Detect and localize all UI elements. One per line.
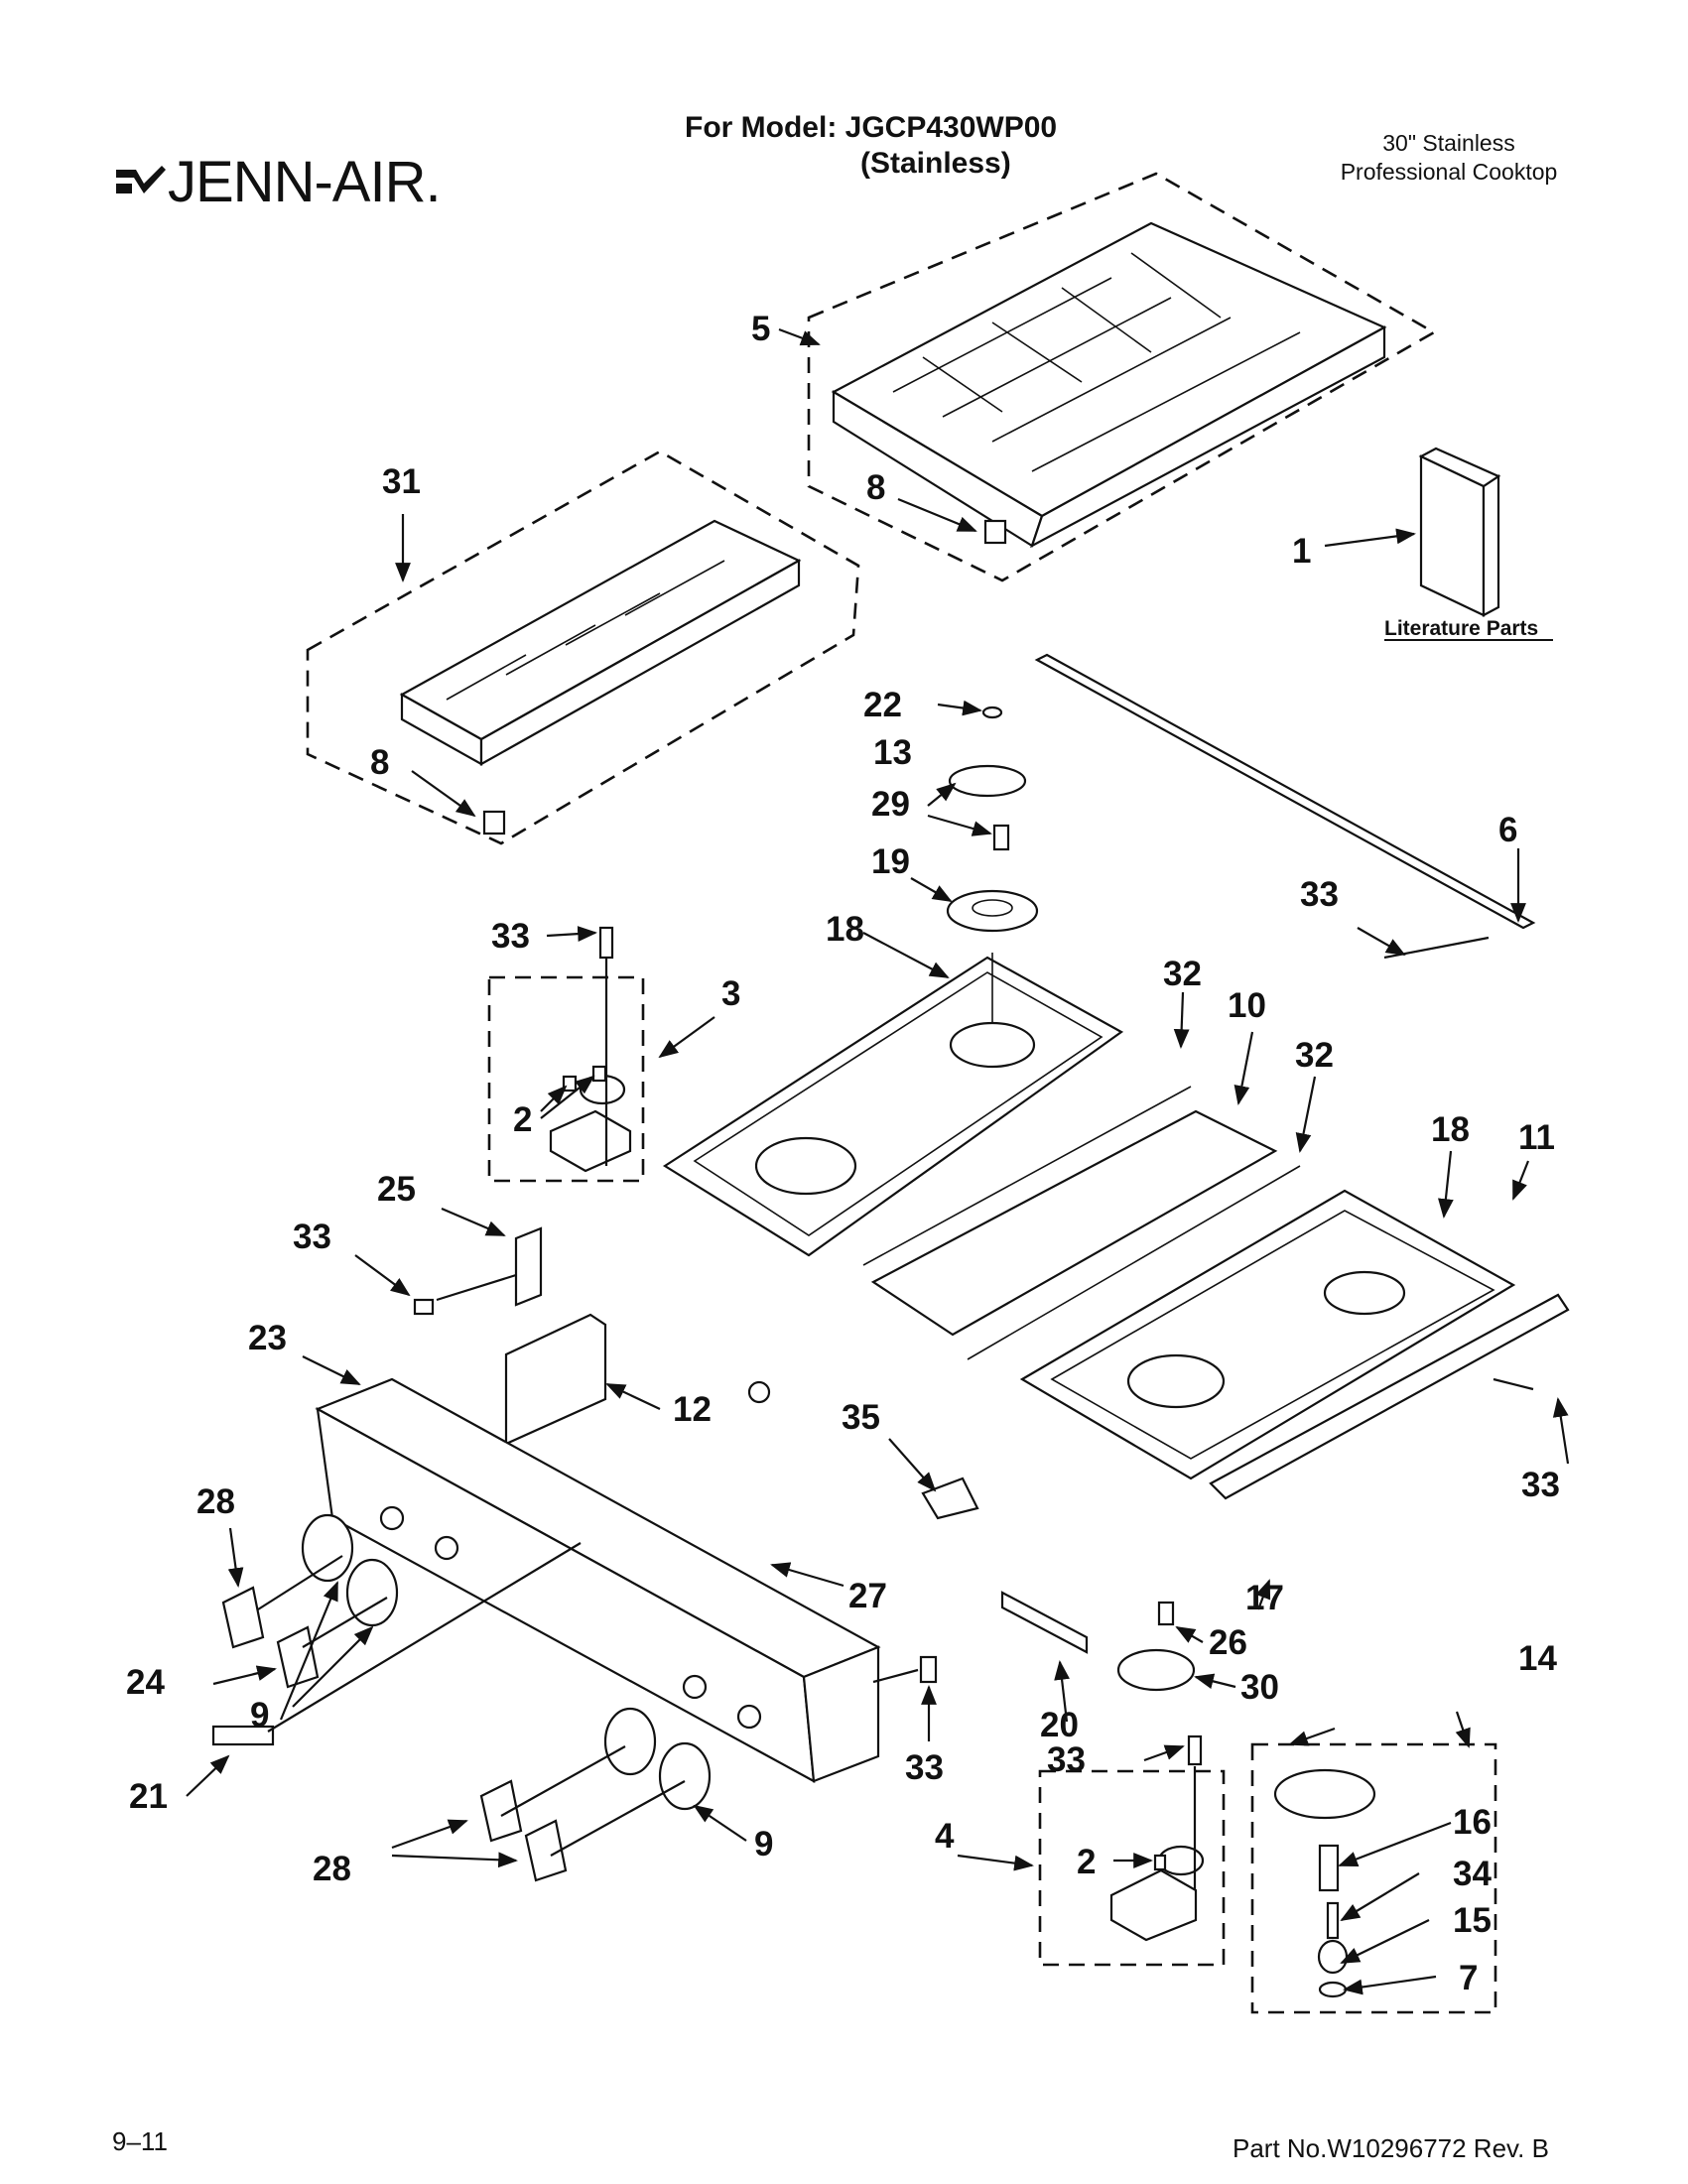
nameplate-21	[211, 1725, 275, 1746]
screw-33a	[598, 926, 614, 960]
callout-33-left-top: 33	[491, 917, 530, 956]
callout-30: 30	[1240, 1668, 1279, 1707]
callout-10: 10	[1228, 986, 1266, 1025]
callout-8b: 8	[370, 743, 389, 782]
product-line-1: 30" Stainless	[1382, 130, 1515, 156]
product-description: 30" Stainless Professional Cooktop	[1300, 129, 1598, 187]
date-code: 9–11	[112, 2126, 168, 2156]
callout-18b: 18	[1431, 1110, 1470, 1149]
grate-assembly-5	[807, 172, 1437, 582]
brand-name: JENN-AIR.	[168, 150, 442, 214]
center-panel-10	[862, 1086, 1301, 1360]
callout-17: 17	[1245, 1579, 1284, 1617]
callout-26: 26	[1209, 1623, 1247, 1662]
callout-21: 21	[129, 1777, 168, 1816]
grate-foot-8b	[482, 810, 506, 835]
valve-bracket-3	[487, 975, 645, 1183]
valve-assembly-4	[1038, 1769, 1226, 1967]
callout-8a: 8	[866, 468, 885, 507]
callout-2a: 2	[513, 1100, 532, 1139]
grommet-27	[747, 1380, 771, 1404]
clip-35	[921, 1477, 979, 1520]
burner-box-18b	[1019, 1189, 1516, 1480]
product-line-2: Professional Cooktop	[1340, 159, 1558, 185]
burner-assembly-14	[1250, 1742, 1497, 2014]
callout-labels: 5 1 8 31 8 22 13 29 19 18 6 33 33 3 2 32…	[126, 310, 1560, 1997]
control-panel-23	[315, 1377, 881, 1783]
callout-23: 23	[248, 1319, 287, 1357]
callout-29: 29	[871, 785, 910, 824]
callout-6: 6	[1498, 811, 1517, 849]
callout-35: 35	[842, 1398, 880, 1437]
callout-11: 11	[1518, 1118, 1555, 1157]
side-trim-17	[1209, 1293, 1570, 1500]
bracket-20	[1000, 1591, 1089, 1654]
model-finish: (Stainless)	[860, 147, 1011, 180]
callout-16: 16	[1453, 1803, 1492, 1842]
burner-head-19	[946, 889, 1039, 933]
callout-3: 3	[721, 974, 740, 1013]
callout-28b: 28	[313, 1850, 351, 1888]
grate-foot-8a	[983, 519, 1007, 545]
callout-12: 12	[673, 1390, 712, 1429]
screw-33c	[919, 1655, 938, 1684]
grate-assembly-31	[306, 450, 860, 845]
callout-33-right-top: 33	[1300, 875, 1339, 914]
callout-4: 4	[935, 1817, 955, 1856]
callout-33-lower-right: 33	[1047, 1740, 1086, 1779]
callout-7: 7	[1459, 1959, 1478, 1997]
bracket-25	[514, 1226, 543, 1307]
callout-1: 1	[1292, 532, 1311, 571]
callout-25: 25	[377, 1170, 416, 1209]
callout-2b: 2	[1077, 1843, 1096, 1881]
screw-26	[1157, 1601, 1175, 1626]
callout-9a: 9	[250, 1696, 269, 1734]
callout-18a: 18	[826, 910, 864, 949]
callout-13: 13	[873, 733, 912, 772]
callout-19: 19	[871, 842, 910, 881]
callout-31: 31	[382, 462, 421, 501]
callout-33-left-mid: 33	[293, 1218, 331, 1256]
nut-22	[981, 706, 1003, 719]
part-number: Part No.W10296772 Rev. B	[1233, 2133, 1549, 2163]
callout-28a: 28	[196, 1482, 235, 1521]
callout-15: 15	[1453, 1901, 1492, 1940]
leader-lines	[186, 327, 1570, 1995]
callout-14: 14	[1518, 1639, 1557, 1678]
screw-33b	[413, 1298, 435, 1316]
knobs-and-bezels	[221, 1513, 712, 1882]
trim-strip-6	[1034, 653, 1536, 930]
callout-33-lower-left: 33	[905, 1748, 944, 1787]
callout-22: 22	[863, 686, 902, 724]
bracket-12	[504, 1313, 607, 1446]
jenn-air-logo-icon	[116, 165, 166, 193]
gasket-30	[1116, 1648, 1196, 1692]
literature-parts-label: Literature Parts	[1384, 617, 1538, 640]
burner-cap-13	[948, 764, 1027, 798]
callout-32b: 32	[1295, 1036, 1334, 1075]
callout-34: 34	[1453, 1855, 1492, 1893]
literature-manual	[1418, 447, 1501, 617]
burner-box-18a	[662, 953, 1124, 1257]
brand-logo: JENN-AIR.	[114, 149, 442, 215]
screw-29	[992, 824, 1010, 851]
callout-32a: 32	[1163, 955, 1202, 993]
callout-24: 24	[126, 1663, 165, 1702]
model-number: For Model: JGCP430WP00	[685, 111, 1058, 144]
callout-5: 5	[751, 310, 770, 348]
callout-9b: 9	[754, 1825, 773, 1863]
callout-27: 27	[848, 1577, 887, 1615]
screw-33d	[1187, 1734, 1203, 1766]
callout-20: 20	[1040, 1706, 1079, 1744]
callout-33-right-mid: 33	[1521, 1466, 1560, 1504]
